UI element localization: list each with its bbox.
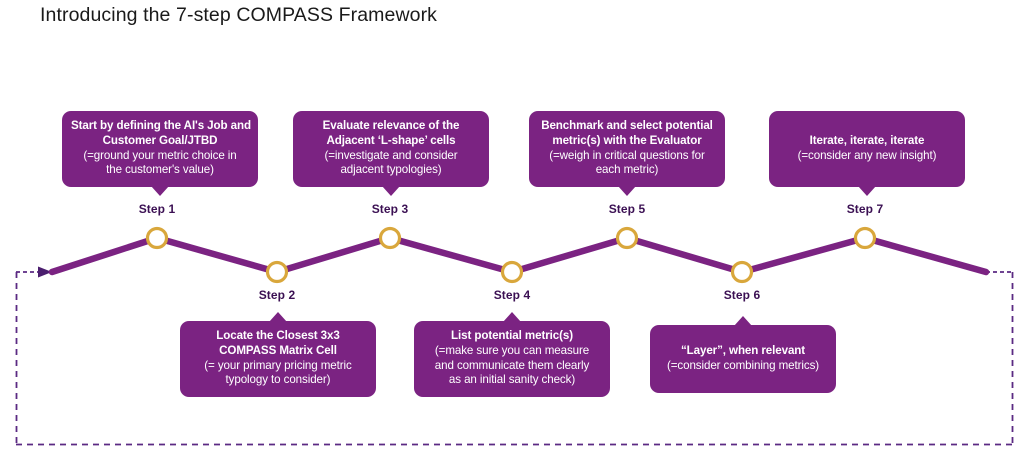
step-3-line-2: Adjacent ‘L-shape’ cells (326, 133, 456, 147)
step-box-5[interactable]: Benchmark and select potential metric(s)… (529, 111, 725, 196)
step-3-line-3: (=investigate and consider (324, 148, 458, 162)
step-4-line-1: List potential metric(s) (451, 329, 573, 343)
step-box-4[interactable]: List potential metric(s) (=make sure you… (414, 312, 610, 397)
loop-arrowhead-icon (38, 266, 52, 278)
dashed-feedback-loop (15, 266, 1014, 446)
step-label-3: Step 3 (371, 202, 409, 216)
step-box-7[interactable]: Iterate, iterate, iterate (=consider any… (769, 111, 965, 196)
step-label-4: Step 4 (493, 288, 531, 302)
step-1-bubble-tail (151, 186, 169, 196)
step-label-2: Step 2 (258, 288, 296, 302)
step-5-line-1: Benchmark and select potential (541, 119, 713, 133)
step-label-5: Step 5 (608, 202, 646, 216)
step-label-7: Step 7 (846, 202, 884, 216)
step-box-2[interactable]: Locate the Closest 3x3 COMPASS Matrix Ce… (180, 312, 376, 397)
step-2-line-2: COMPASS Matrix Cell (219, 343, 337, 357)
step-label-6: Step 6 (723, 288, 761, 302)
step-7-line-1: Iterate, iterate, iterate (809, 133, 925, 147)
step-node-7[interactable] (853, 226, 877, 250)
step-5-line-4: each metric) (595, 163, 659, 177)
step-1-line-4: the customer's value) (106, 163, 214, 177)
step-7-line-2: (=consider any new insight) (797, 148, 937, 162)
step-2-line-3: (= your primary pricing metric (204, 358, 352, 372)
step-3-bubble-tail (382, 186, 400, 196)
page-title: Introducing the 7-step COMPASS Framework (40, 4, 438, 26)
step-node-5[interactable] (615, 226, 639, 250)
step-6-line-1: “Layer”, when relevant (680, 343, 806, 357)
step-1-line-1: Start by defining the AI's Job and (71, 119, 251, 133)
step-node-4[interactable] (500, 260, 524, 284)
step-2-bubble-tail (269, 312, 287, 322)
step-4-line-3: and communicate them clearly (434, 358, 590, 372)
step-node-2[interactable] (265, 260, 289, 284)
step-4-line-4: as an initial sanity check) (448, 373, 576, 387)
step-label-1: Step 1 (138, 202, 176, 216)
step-4-bubble-tail (503, 312, 521, 322)
step-node-3[interactable] (378, 226, 402, 250)
step-3-line-4: adjacent typologies) (340, 163, 442, 177)
step-4-line-2: (=make sure you can measure (434, 343, 590, 357)
step-1-line-3: (=ground your metric choice in (83, 148, 237, 162)
step-6-bubble-tail (734, 316, 752, 326)
step-2-line-1: Locate the Closest 3x3 (216, 329, 340, 343)
step-nodes (145, 226, 877, 284)
step-box-3[interactable]: Evaluate relevance of the Adjacent ‘L-sh… (293, 111, 489, 196)
step-5-bubble-tail (618, 186, 636, 196)
step-2-line-4: typology to consider) (225, 373, 331, 387)
step-5-line-2: metric(s) with the Evaluator (552, 133, 702, 147)
step-node-6[interactable] (730, 260, 754, 284)
step-7-bubble-tail (858, 186, 876, 196)
step-box-6[interactable]: “Layer”, when relevant (=consider combin… (650, 316, 836, 393)
step-6-line-2: (=consider combining metrics) (666, 358, 820, 372)
step-node-1[interactable] (145, 226, 169, 250)
step-1-line-2: Customer Goal/JTBD (102, 133, 218, 147)
step-3-line-1: Evaluate relevance of the (322, 119, 460, 133)
step-box-1[interactable]: Start by defining the AI's Job and Custo… (62, 111, 258, 196)
step-5-line-3: (=weigh in critical questions for (549, 148, 705, 162)
